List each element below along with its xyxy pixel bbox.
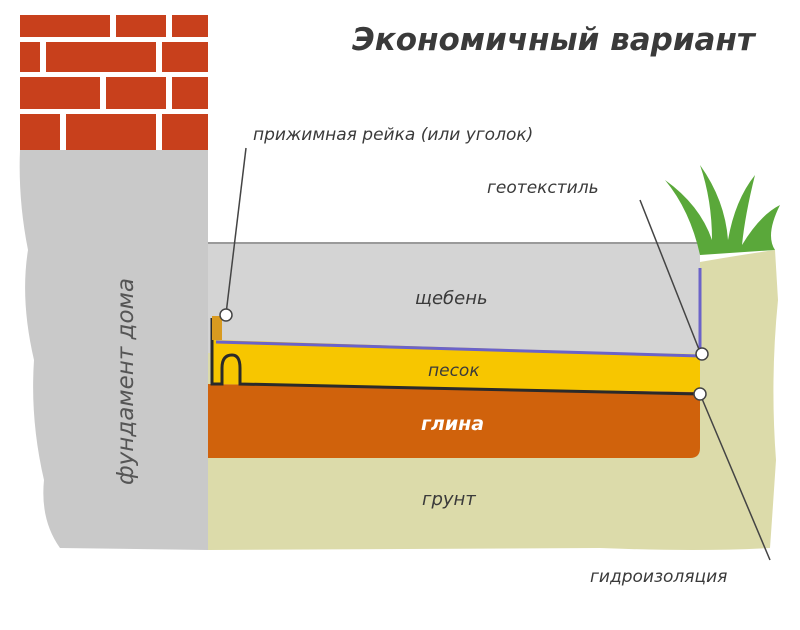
brick-wall — [20, 15, 208, 150]
gravel-label: щебень — [415, 288, 488, 309]
foundation-label: фундамент дома — [113, 278, 139, 485]
waterproofing-membrane — [210, 318, 701, 396]
soil-label: грунт — [422, 489, 476, 510]
rail-marker — [219, 308, 233, 322]
title: Экономичный вариант — [352, 22, 757, 58]
geotextile-label: геотекстиль — [487, 178, 599, 198]
waterproofing-marker — [693, 387, 707, 401]
house-foundation — [19, 150, 208, 550]
rail-label: прижимная рейка (или уголок) — [253, 125, 533, 145]
clay-label: глина — [421, 413, 484, 435]
gravel-layer — [208, 243, 700, 353]
pressure-rail — [212, 316, 222, 340]
waterproofing-label: гидроизоляция — [590, 567, 727, 587]
sand-label: песок — [428, 361, 480, 381]
clay-layer — [208, 384, 700, 458]
geotextile-marker — [695, 347, 709, 361]
grass-icon — [665, 165, 780, 255]
